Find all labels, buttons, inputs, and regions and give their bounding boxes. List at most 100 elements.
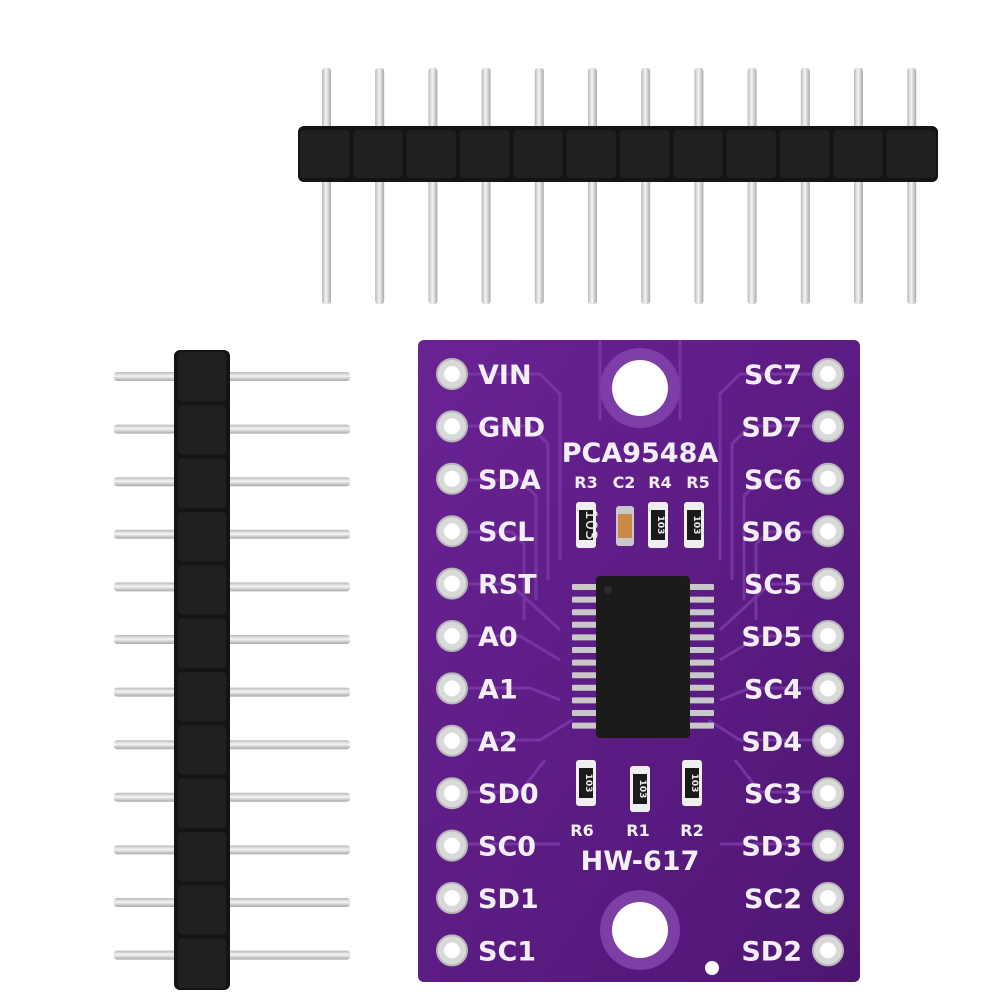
header-pin xyxy=(114,898,350,907)
chip-lead xyxy=(688,710,714,716)
header-pin xyxy=(114,740,350,750)
component-label-r6: R6 xyxy=(570,821,593,840)
component-label-r5: R5 xyxy=(686,473,709,492)
pad-hole xyxy=(444,732,460,749)
header-pin xyxy=(114,477,350,487)
header-pin xyxy=(800,68,810,304)
capacitor-c2 xyxy=(616,506,634,546)
chip-lead xyxy=(688,659,714,666)
pad-hole xyxy=(444,366,460,382)
trace xyxy=(718,372,813,560)
pad-hole xyxy=(444,785,460,802)
resistor-marking: 103 xyxy=(583,774,593,793)
header-pin xyxy=(114,582,350,592)
header-pin xyxy=(428,68,438,304)
pin-label-sc5: SC5 xyxy=(744,570,802,601)
resistor-marking: 103 xyxy=(655,516,665,535)
header-pin xyxy=(854,68,863,304)
pad-hole xyxy=(820,680,836,697)
pin-label-sc1: SC1 xyxy=(478,936,536,967)
pad-hole xyxy=(820,732,836,749)
chip-lead xyxy=(572,609,598,616)
header-pin xyxy=(322,68,331,304)
chip-lead xyxy=(572,684,598,691)
trace xyxy=(719,686,813,702)
pin-label-sd5: SD5 xyxy=(741,622,802,653)
resistor-r6: 103 xyxy=(576,760,596,806)
header-pin xyxy=(114,792,350,802)
header-segment xyxy=(178,885,226,935)
chip-lead xyxy=(688,722,714,729)
header-segment xyxy=(178,725,226,775)
pin-label-gnd: GND xyxy=(478,412,545,443)
trace xyxy=(467,478,538,600)
header-segment xyxy=(460,130,510,178)
pin-label-sc6: SC6 xyxy=(744,465,802,496)
header-segment xyxy=(178,352,226,402)
pin-label-sc4: SC4 xyxy=(744,674,802,705)
trace xyxy=(754,530,813,620)
header-segment xyxy=(513,130,563,178)
header-pin xyxy=(114,950,350,960)
pad-hole xyxy=(444,628,460,644)
header-pin xyxy=(641,68,651,304)
resistor-marking: 103 xyxy=(689,774,699,793)
component-label-r4: R4 xyxy=(648,473,671,492)
header-pin xyxy=(114,529,350,539)
header-pin xyxy=(114,687,350,697)
header-segment xyxy=(178,778,226,828)
trace xyxy=(467,686,561,702)
header-segment xyxy=(178,832,226,882)
header-pin xyxy=(588,68,597,304)
resistor-r2: 103 xyxy=(682,760,702,806)
trace xyxy=(707,718,813,742)
chip-lead xyxy=(688,697,714,704)
header-segment xyxy=(178,672,226,722)
trace xyxy=(719,634,813,662)
mounting-hole-top xyxy=(600,348,680,428)
pin-label-sd3: SD3 xyxy=(741,832,802,863)
pad-hole xyxy=(444,680,460,697)
chip-lead xyxy=(572,584,598,590)
pin-label-sd1: SD1 xyxy=(478,884,539,915)
chip-lead xyxy=(572,722,598,729)
pad-hole xyxy=(444,470,460,487)
trace xyxy=(467,718,573,742)
header-pin xyxy=(481,68,491,304)
resistor-r1: 103 xyxy=(630,766,650,812)
pin-label-sd7: SD7 xyxy=(741,412,802,443)
trace xyxy=(733,759,813,794)
pad-hole xyxy=(820,575,836,592)
chip-lead xyxy=(572,596,598,603)
pad-hole xyxy=(444,890,460,906)
trace xyxy=(742,478,813,600)
pad-hole xyxy=(820,523,836,540)
header-pin xyxy=(114,372,350,381)
pin-pads xyxy=(436,358,844,967)
header-segment xyxy=(178,458,226,508)
pad-hole xyxy=(820,366,836,382)
pad-hole xyxy=(820,942,836,959)
header-segment xyxy=(300,130,350,178)
pad-hole xyxy=(820,785,836,802)
chip-body xyxy=(596,576,690,738)
pin-label-sc2: SC2 xyxy=(744,884,802,915)
resistor-marking: 103 xyxy=(691,516,701,535)
pad-hole xyxy=(444,942,460,959)
fiducial-dot xyxy=(705,961,719,975)
header-pin xyxy=(114,424,350,434)
pad-hole xyxy=(444,418,460,435)
pad-hole xyxy=(820,628,836,644)
pin-label-scl: SCL xyxy=(478,517,534,548)
chip-lead xyxy=(572,672,598,679)
pin-label-sda: SDA xyxy=(478,465,541,496)
chip-lead xyxy=(572,710,598,716)
copper-traces xyxy=(467,340,813,846)
header-pin xyxy=(534,68,544,304)
header-segment xyxy=(406,130,456,178)
pad-hole xyxy=(820,418,836,435)
chip-lead xyxy=(572,647,598,653)
